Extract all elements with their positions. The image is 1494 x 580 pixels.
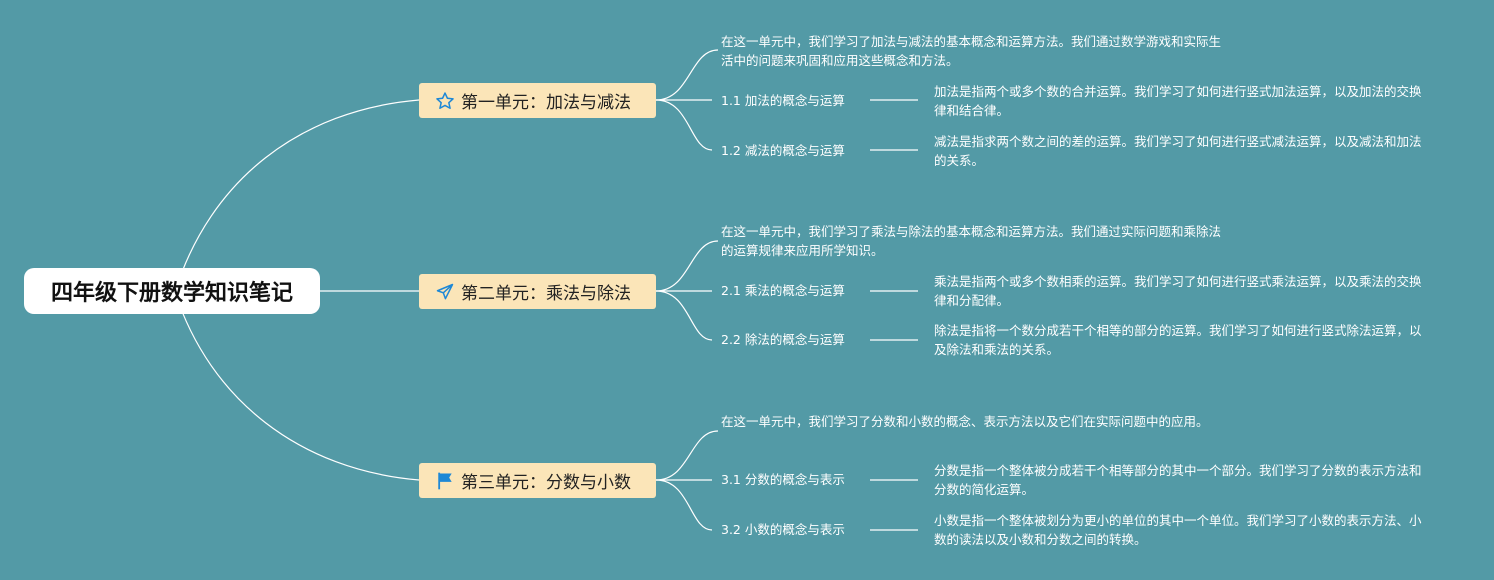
topic-2-2[interactable]: 2.2 除法的概念与运算 [721, 332, 845, 347]
unit-2-node[interactable]: 第二单元：乘法与除法 [419, 274, 656, 309]
unit-title: 第一单元：加法与减法 [461, 93, 631, 113]
topic-2-2-detail[interactable]: 除法是指将一个数分成若干个相等的部分的运算。我们学习了如何进行竖式除法运算，以及… [934, 323, 1422, 357]
unit-1-summary[interactable]: 在这一单元中，我们学习了加法与减法的基本概念和运算方法。我们通过数学游戏和实际生… [721, 34, 1222, 68]
connector-unit1-summary [655, 49, 719, 101]
topic-2-1[interactable]: 2.1 乘法的概念与运算 [721, 283, 845, 298]
star-icon [435, 91, 455, 111]
topic-1-2-detail[interactable]: 减法是指求两个数之间的差的运算。我们学习了如何进行竖式减法运算，以及减法和加法的… [934, 134, 1422, 168]
connector-root-unit3 [174, 291, 420, 481]
topic-3-1[interactable]: 3.1 分数的概念与表示 [721, 472, 845, 487]
paper-plane-icon [435, 282, 455, 302]
unit-title: 第二单元：乘法与除法 [461, 284, 631, 304]
unit-title: 第三单元：分数与小数 [461, 473, 631, 493]
root-topic[interactable]: 四年级下册数学知识笔记 [24, 268, 320, 314]
topic-2-1-detail[interactable]: 乘法是指两个或多个数相乘的运算。我们学习了如何进行竖式乘法运算，以及乘法的交换律… [934, 274, 1422, 308]
connector-root-unit1 [174, 99, 420, 293]
topic-3-2-detail[interactable]: 小数是指一个整体被划分为更小的单位的其中一个单位。我们学习了小数的表示方法、小数… [934, 513, 1422, 547]
unit-2-summary[interactable]: 在这一单元中，我们学习了乘法与除法的基本概念和运算方法。我们通过实际问题和乘除法… [721, 224, 1222, 258]
connector-unit1-topic2 [655, 99, 713, 151]
topic-3-1-detail[interactable]: 分数是指一个整体被分成若干个相等部分的其中一个部分。我们学习了分数的表示方法和分… [934, 463, 1422, 497]
connector-unit3-topic2 [655, 479, 713, 531]
topic-1-1[interactable]: 1.1 加法的概念与运算 [721, 93, 845, 108]
unit-1-node[interactable]: 第一单元：加法与减法 [419, 83, 656, 118]
connector-unit2-summary [655, 240, 719, 292]
topic-3-2[interactable]: 3.2 小数的概念与表示 [721, 522, 845, 537]
unit-3-node[interactable]: 第三单元：分数与小数 [419, 463, 656, 498]
topic-1-1-detail[interactable]: 加法是指两个或多个数的合并运算。我们学习了如何进行竖式加法运算，以及加法的交换律… [934, 84, 1422, 118]
topic-1-2[interactable]: 1.2 减法的概念与运算 [721, 143, 845, 158]
connector-unit3-summary [655, 430, 719, 481]
flag-icon [435, 471, 455, 491]
connector-unit2-topic2 [655, 290, 713, 341]
unit-3-summary[interactable]: 在这一单元中，我们学习了分数和小数的概念、表示方法以及它们在实际问题中的应用。 [721, 414, 1209, 429]
